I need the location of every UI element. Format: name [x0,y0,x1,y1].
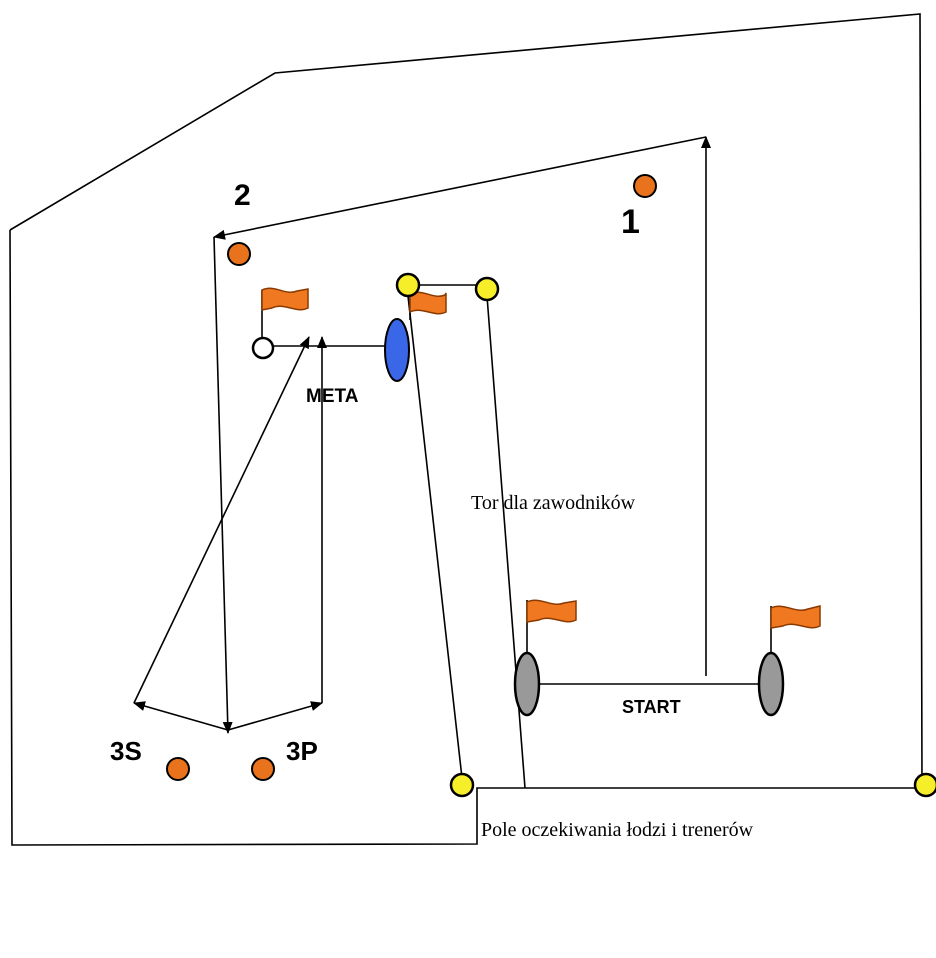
channel-right-line [486,295,526,789]
mark-2-buoy [227,242,251,266]
mark-3p-buoy [251,757,275,781]
finish-buoy-white [251,336,275,360]
start-label: START [622,697,681,717]
finish-buoy-blue [384,318,410,382]
yellow-buoy-bottom-left [449,772,475,798]
start-buoy-left [513,651,541,717]
gate-3s-arrow [133,701,229,731]
waiting-area-label: Pole oczekiwania łodzi i trenerów [481,819,754,841]
leg-to-mark-2-arrow [213,136,707,240]
start-flag-right [770,605,821,654]
yellow-buoy-bottom-right [913,772,936,798]
gate-3p-label: 3P [286,736,318,766]
finish-flag-left [261,287,309,347]
start-flag-left [526,599,577,656]
channel-left-line [407,295,463,779]
mark-1-label: 1 [621,203,640,241]
mark-1-buoy [633,174,657,198]
gate-3p-arrow [227,701,323,731]
yellow-buoy-top-right [474,276,500,302]
finish-label: META [306,386,359,407]
start-buoy-right [757,651,785,717]
gate-3s-label: 3S [110,736,142,766]
yellow-buoy-top-left [395,272,421,298]
finish-flag-right [409,291,447,320]
leg-to-gate-3-arrow [213,236,233,734]
course-area-label: Tor dla zawodników [471,492,636,514]
finish-leg-3s-arrow [133,336,310,704]
outer-boundary-line [9,13,923,786]
outer-boundary-line-lower [9,229,922,846]
mark-2-label: 2 [234,179,251,212]
mark-3s-buoy [166,757,190,781]
